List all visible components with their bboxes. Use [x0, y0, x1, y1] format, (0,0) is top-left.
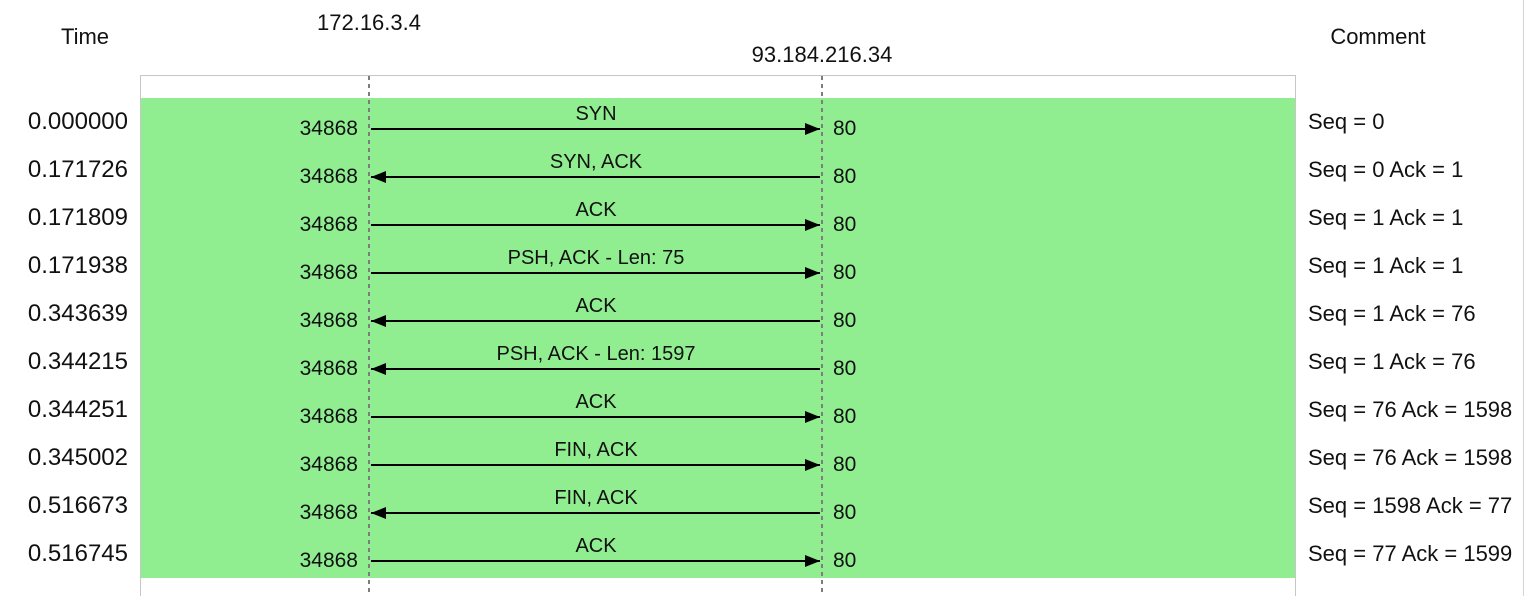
packet-time: 0.343639 — [27, 300, 128, 327]
destination-port-label: 80 — [833, 165, 857, 188]
packet-time: 0.171809 — [27, 204, 128, 231]
flow-row[interactable]: 0.343639 34868 ACK 80 Seq = 1 Ack = 76 — [0, 290, 1526, 338]
packet-flags-label: ACK — [575, 199, 617, 221]
packet-arrow — [371, 555, 820, 567]
packet-flags-label: ACK — [575, 295, 617, 317]
packet-time: 0.000000 — [27, 108, 128, 135]
flow-row[interactable]: 0.344215 34868 PSH, ACK - Len: 1597 80 S… — [0, 338, 1526, 386]
node-address-right: 93.184.216.34 — [751, 42, 893, 67]
packet-time: 0.171726 — [27, 156, 128, 183]
flow-row[interactable]: 0.516745 34868 ACK 80 Seq = 77 Ack = 159… — [0, 530, 1526, 578]
source-port-label: 34868 — [299, 213, 358, 236]
packet-comment: Seq = 76 Ack = 1598 — [1308, 445, 1513, 470]
packet-flags-label: ACK — [575, 535, 617, 557]
source-port-label: 34868 — [299, 405, 358, 428]
packet-flags-label: ACK — [575, 391, 617, 413]
node-lifeline-right — [821, 76, 823, 596]
packet-time: 0.516673 — [27, 492, 128, 519]
packet-arrow — [371, 219, 820, 231]
destination-port-label: 80 — [833, 549, 857, 572]
packet-time: 0.344215 — [27, 348, 128, 375]
pane-divider — [1523, 0, 1524, 596]
flow-row[interactable]: 0.345002 34868 FIN, ACK 80 Seq = 76 Ack … — [0, 434, 1526, 482]
packet-arrow — [371, 459, 820, 471]
packet-comment: Seq = 76 Ack = 1598 — [1308, 397, 1513, 422]
node-address-left: 172.16.3.4 — [317, 10, 421, 35]
source-port-label: 34868 — [299, 309, 358, 332]
packet-comment: Seq = 0 — [1308, 109, 1385, 134]
packet-flags-label: FIN, ACK — [554, 439, 638, 461]
column-header-time: Time — [60, 24, 110, 49]
packet-arrow — [371, 123, 820, 135]
packet-comment: Seq = 1 Ack = 76 — [1308, 349, 1476, 374]
packet-time: 0.516745 — [27, 540, 128, 567]
destination-port-label: 80 — [833, 405, 857, 428]
packet-flags-label: PSH, ACK - Len: 1597 — [496, 343, 696, 365]
flow-row[interactable]: 0.344251 34868 ACK 80 Seq = 76 Ack = 159… — [0, 386, 1526, 434]
flow-row[interactable]: 0.516673 34868 FIN, ACK 80 Seq = 1598 Ac… — [0, 482, 1526, 530]
destination-port-label: 80 — [833, 213, 857, 236]
column-header-comment: Comment — [1330, 24, 1426, 49]
packet-flags-label: PSH, ACK - Len: 75 — [507, 247, 685, 269]
conversation-band — [141, 98, 1295, 578]
packet-comment: Seq = 0 Ack = 1 — [1308, 157, 1464, 182]
packet-arrow — [371, 507, 820, 519]
packet-comment: Seq = 1 Ack = 1 — [1308, 205, 1464, 230]
packet-comment: Seq = 1 Ack = 1 — [1308, 253, 1464, 278]
destination-port-label: 80 — [833, 501, 857, 524]
flow-row[interactable]: 0.171726 34868 SYN, ACK 80 Seq = 0 Ack =… — [0, 146, 1526, 194]
packet-arrow — [371, 363, 820, 375]
packet-time: 0.171938 — [27, 252, 128, 279]
packet-comment: Seq = 1 Ack = 76 — [1308, 301, 1476, 326]
packet-time: 0.344251 — [27, 396, 128, 423]
destination-port-label: 80 — [833, 453, 857, 476]
packet-flags-label: SYN — [575, 103, 617, 125]
flow-row[interactable]: 0.171809 34868 ACK 80 Seq = 1 Ack = 1 — [0, 194, 1526, 242]
packet-flags-label: SYN, ACK — [549, 151, 643, 173]
source-port-label: 34868 — [299, 165, 358, 188]
flow-row[interactable]: 0.171938 34868 PSH, ACK - Len: 75 80 Seq… — [0, 242, 1526, 290]
source-port-label: 34868 — [299, 501, 358, 524]
destination-port-label: 80 — [833, 357, 857, 380]
packet-arrow — [371, 411, 820, 423]
source-port-label: 34868 — [299, 261, 358, 284]
source-port-label: 34868 — [299, 117, 358, 140]
source-port-label: 34868 — [299, 453, 358, 476]
destination-port-label: 80 — [833, 117, 857, 140]
flow-row[interactable]: 0.000000 34868 SYN 80 Seq = 0 — [0, 98, 1526, 146]
packet-comment: Seq = 1598 Ack = 77 — [1308, 493, 1513, 518]
destination-port-label: 80 — [833, 261, 857, 284]
packet-arrow — [371, 267, 820, 279]
node-lifeline-left — [368, 76, 370, 596]
source-port-label: 34868 — [299, 549, 358, 572]
packet-arrow — [371, 315, 820, 327]
packet-flags-label: FIN, ACK — [554, 487, 638, 509]
packet-time: 0.345002 — [27, 444, 128, 471]
destination-port-label: 80 — [833, 309, 857, 332]
source-port-label: 34868 — [299, 357, 358, 380]
packet-arrow — [371, 171, 820, 183]
packet-comment: Seq = 77 Ack = 1599 — [1308, 541, 1513, 566]
